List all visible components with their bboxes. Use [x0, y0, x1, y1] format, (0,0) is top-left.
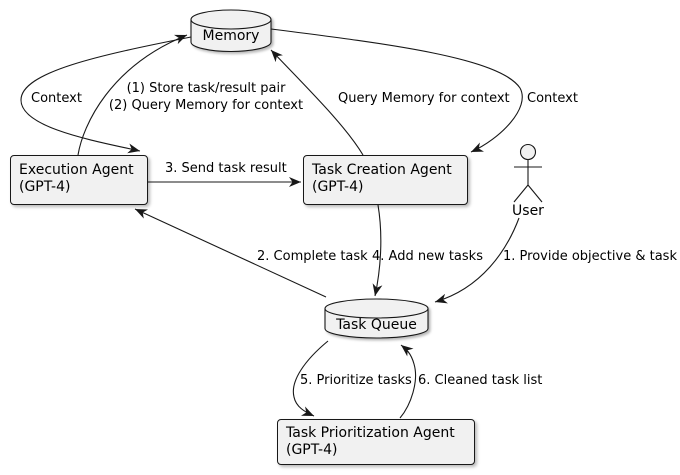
- edge-label-prioritize-tasks: 5. Prioritize tasks: [300, 373, 412, 388]
- memory-label: Memory: [202, 28, 260, 44]
- task-creation-agent-model: (GPT-4): [312, 179, 364, 195]
- arrow-task-queue-to-prioritization-prioritize: [292, 340, 329, 417]
- user-actor: [513, 143, 543, 203]
- execution-agent-model: (GPT-4): [19, 179, 71, 195]
- task-prioritization-agent-name: Task Prioritization Agent: [286, 425, 455, 441]
- edge-label-store-query: (1) Store task/result pair (2) Query Mem…: [100, 80, 312, 114]
- arrow-task-creation-to-memory-query: [270, 49, 364, 156]
- user-body: [513, 159, 543, 203]
- task-queue-cylinder: [324, 298, 429, 339]
- arrow-task-queue-to-execution-complete-task: [134, 208, 327, 298]
- edge-label-context-left: Context: [31, 91, 82, 106]
- task-queue-label: Task Queue: [336, 317, 417, 333]
- edge-label-store-query-line2: (2) Query Memory for context: [108, 98, 304, 113]
- arrow-memory-to-execution-agent-context: [20, 36, 192, 154]
- arrow-execution-agent-to-memory-store-query: [77, 34, 188, 156]
- edge-label-send-task-result: 3. Send task result: [165, 161, 287, 176]
- user-head: [519, 143, 537, 161]
- arrow-user-to-task-queue-provide-objective: [434, 217, 520, 304]
- edge-label-query-memory: Query Memory for context: [338, 91, 510, 106]
- arrow-memory-to-task-creation-context: [270, 28, 523, 153]
- execution-agent-node: Execution Agent (GPT-4): [10, 155, 148, 205]
- task-creation-agent-name: Task Creation Agent: [312, 162, 452, 178]
- arrow-task-creation-to-task-queue-add-tasks: [372, 204, 383, 297]
- task-creation-agent-node: Task Creation Agent (GPT-4): [303, 155, 468, 205]
- edge-label-provide-objective: 1. Provide objective & task: [503, 249, 677, 264]
- task-prioritization-agent-model: (GPT-4): [286, 442, 338, 458]
- arrow-prioritization-to-task-queue-cleaned-list: [399, 344, 417, 419]
- memory-cylinder: [190, 9, 272, 53]
- user-label: User: [512, 203, 544, 219]
- edge-label-add-new-tasks: 4. Add new tasks: [372, 249, 483, 264]
- task-prioritization-agent-node: Task Prioritization Agent (GPT-4): [277, 419, 475, 465]
- edge-label-store-query-line1: (1) Store task/result pair: [126, 81, 286, 96]
- execution-agent-name: Execution Agent: [19, 162, 134, 178]
- edge-label-complete-task: 2. Complete task: [257, 249, 368, 264]
- edge-label-cleaned-task-list: 6. Cleaned task list: [418, 373, 543, 388]
- edge-label-context-right: Context: [527, 91, 578, 106]
